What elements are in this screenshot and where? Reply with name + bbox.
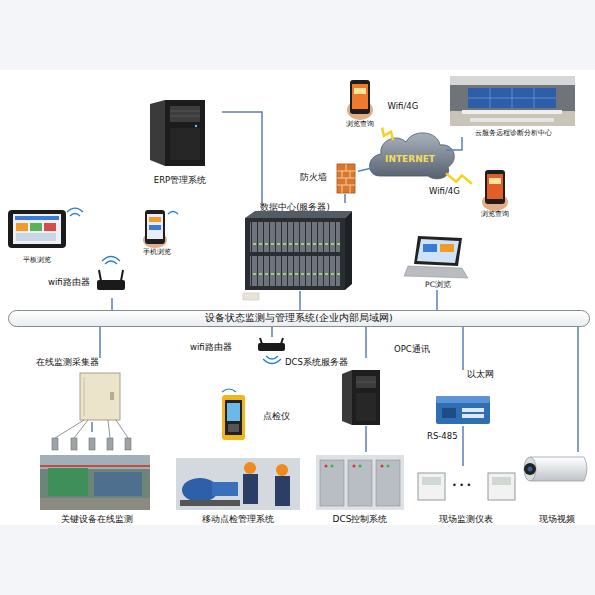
lan-bus: 设备状态监测与管理系统(企业内部局域网)	[8, 310, 590, 327]
node-label: 数据中心(服务器)	[260, 203, 330, 213]
node-label: wifi路由器	[190, 343, 232, 353]
mobile-inspection: 移动点检管理系统	[172, 456, 304, 524]
handheld-device	[222, 389, 245, 440]
serial-gateway	[436, 396, 490, 424]
inspection-device: 点检仪	[218, 392, 290, 442]
phone	[143, 210, 178, 248]
node-label: DCS系统服务器	[285, 358, 348, 368]
node-label: 在线监测采集器	[36, 358, 99, 368]
mobile-phone: 浏览查询	[338, 78, 382, 128]
network-link	[299, 291, 301, 310]
wifi-router: wifi路由器	[190, 337, 286, 359]
tower-server	[342, 370, 380, 425]
tablet: 平板浏览	[2, 206, 72, 264]
wifi-router	[258, 338, 285, 364]
dcs-server: DCS系统服务器	[285, 358, 385, 426]
network-link	[462, 426, 464, 466]
phone-in-hand	[482, 170, 508, 211]
collector-cabinet	[52, 373, 131, 450]
inspection-photo	[176, 458, 300, 510]
node-label: 云服务远程诊断分析中心	[475, 129, 552, 137]
plant-photo	[40, 455, 150, 510]
key-equipment: 关键设备在线监测	[36, 432, 158, 524]
ethernet-gateway: 以太网	[432, 370, 494, 426]
node-label: 手机浏览	[143, 248, 171, 256]
network-link	[271, 327, 273, 337]
edge-label: Wifi/4G	[388, 102, 419, 112]
node-label: ERP管理系统	[154, 176, 206, 186]
node-label: 现场监测仪表	[439, 514, 493, 524]
bullet-camera	[524, 457, 587, 481]
node-label: PC浏览	[425, 281, 451, 290]
field-instruments: 现场监测仪表	[412, 466, 520, 524]
node-label: 浏览查询	[481, 211, 509, 218]
network-link	[91, 422, 93, 432]
dcs-control: DCS控制系统	[312, 452, 408, 524]
edge-label: OPC通讯	[394, 345, 430, 355]
edge-label: Wifi/4G	[429, 187, 460, 197]
network-link	[462, 327, 464, 370]
firewall-brick	[337, 164, 355, 193]
network-link	[436, 290, 438, 310]
network-link	[358, 167, 374, 171]
node-label: DCS控制系统	[333, 514, 388, 524]
data-center: 数据中心(服务器)	[240, 203, 350, 291]
network-link	[222, 112, 262, 203]
node-label: INTERNET	[385, 154, 435, 164]
blade-rack	[243, 211, 352, 300]
internet-cloud: INTERNET	[374, 140, 446, 178]
laptop	[404, 236, 468, 278]
phone-in-hand	[347, 80, 373, 120]
pc-laptop: PC浏览	[405, 232, 471, 290]
node-label: 防火墙	[300, 173, 327, 183]
erp-server: ERP管理系统	[138, 98, 222, 186]
online-collector: 在线监测采集器	[36, 358, 126, 422]
wireless-link	[382, 128, 393, 140]
wifi-router: wifi路由器	[48, 268, 128, 298]
ellipsis-mark: • • •	[452, 481, 471, 490]
network-link	[365, 426, 367, 452]
wifi-router	[97, 257, 125, 291]
field-meter	[418, 473, 515, 500]
node-label: 平板浏览	[23, 256, 51, 264]
field-video: 现场视频	[522, 452, 592, 524]
node-label: 以太网	[467, 370, 494, 380]
node-label: 现场视频	[539, 514, 575, 524]
tower-server	[150, 100, 205, 166]
edge-label: RS-485	[427, 432, 458, 442]
control-cabinet-photo	[316, 455, 404, 510]
node-label: 移动点检管理系统	[202, 514, 274, 524]
node-label: 浏览查询	[346, 121, 374, 128]
node-label: wifi路由器	[48, 278, 90, 288]
network-link	[344, 194, 346, 203]
firewall: 防火墙	[300, 162, 358, 194]
node-label: 设备状态监测与管理系统(企业内部局域网)	[205, 313, 392, 324]
network-link	[365, 327, 367, 358]
remote-center: 云服务远程诊断分析中心	[450, 74, 576, 137]
tablet	[8, 208, 83, 248]
mobile-phone: 浏览查询	[472, 168, 518, 218]
mobile-phone: 手机浏览	[135, 206, 179, 256]
network-link	[99, 327, 101, 358]
control-room-photo	[450, 76, 575, 126]
node-label: 点检仪	[263, 412, 290, 422]
internet-cloud	[370, 133, 455, 179]
node-label: 关键设备在线监测	[61, 514, 133, 524]
network-link	[577, 327, 579, 452]
wireless-link	[446, 173, 472, 183]
canvas	[0, 70, 595, 525]
network-link	[446, 137, 462, 150]
network-link	[111, 298, 113, 310]
